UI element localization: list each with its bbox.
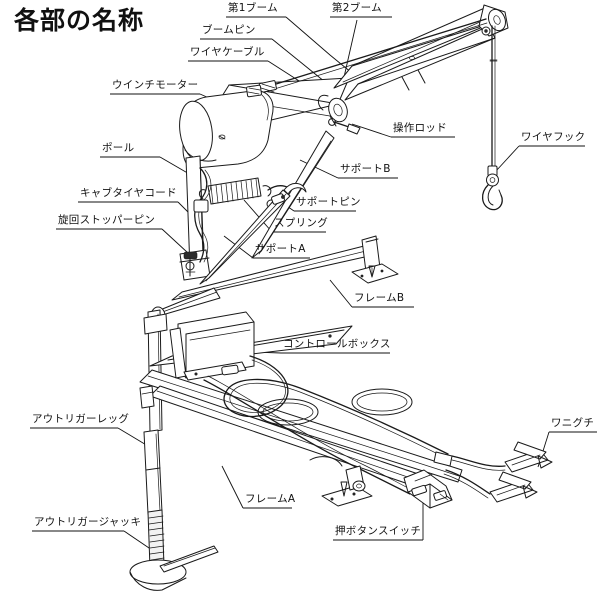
support-b-part <box>251 130 335 259</box>
label-boom1: 第1ブーム <box>228 2 278 14</box>
label-frame-b: フレームB <box>354 292 405 304</box>
label-outrigger-jack: アウトリガージャッキ <box>34 516 142 528</box>
label-wire-cable: ワイヤケーブル <box>190 46 265 58</box>
support-pin-part <box>271 193 285 205</box>
control-box-part <box>169 311 255 381</box>
label-cabtyre-cord: キャブタイヤコード <box>80 187 177 199</box>
left-column-bracket <box>139 385 155 409</box>
outrigger-leg-part <box>129 429 219 591</box>
winch-motor-part <box>179 84 274 169</box>
swing-stopper-pin-part <box>183 251 198 277</box>
frame-a-end-part <box>309 456 373 507</box>
label-support-b: サポートB <box>340 163 391 175</box>
label-support-pin: サポートピン <box>296 196 361 208</box>
callout-leader-lines <box>30 16 597 551</box>
label-swing-stopper-pin: 旋回ストッパーピン <box>58 214 156 226</box>
control-rod-part <box>329 115 361 135</box>
label-boom-pin: ブームピン <box>202 24 256 36</box>
label-control-box: コントロールボックス <box>283 338 391 350</box>
label-spring: スプリング <box>274 217 328 229</box>
push-button-switch-part <box>403 469 453 509</box>
wire-hook-part <box>481 165 503 211</box>
label-wani-guchi: ワニグチ <box>551 417 595 429</box>
frame-b-part <box>171 235 399 301</box>
page-title: 各部の名称 <box>14 6 145 35</box>
label-winch-motor: ウインチモーター <box>112 79 199 91</box>
label-outrigger-leg: アウトリガーレッグ <box>32 413 130 425</box>
cabtyre-cord-part <box>193 167 212 263</box>
label-support-a: サポートA <box>255 243 306 255</box>
label-boom2: 第2ブーム <box>332 2 382 14</box>
label-frame-a: フレームA <box>245 493 296 505</box>
label-wire-hook: ワイヤフック <box>521 131 586 143</box>
alligator-clips-part <box>433 441 553 503</box>
support-a-part <box>199 189 291 285</box>
label-pole: ポール <box>102 142 135 154</box>
coiled-cable-part <box>203 355 449 495</box>
label-push-button: 押ボタンスイッチ <box>335 525 422 537</box>
label-control-rod: 操作ロッド <box>393 122 447 134</box>
